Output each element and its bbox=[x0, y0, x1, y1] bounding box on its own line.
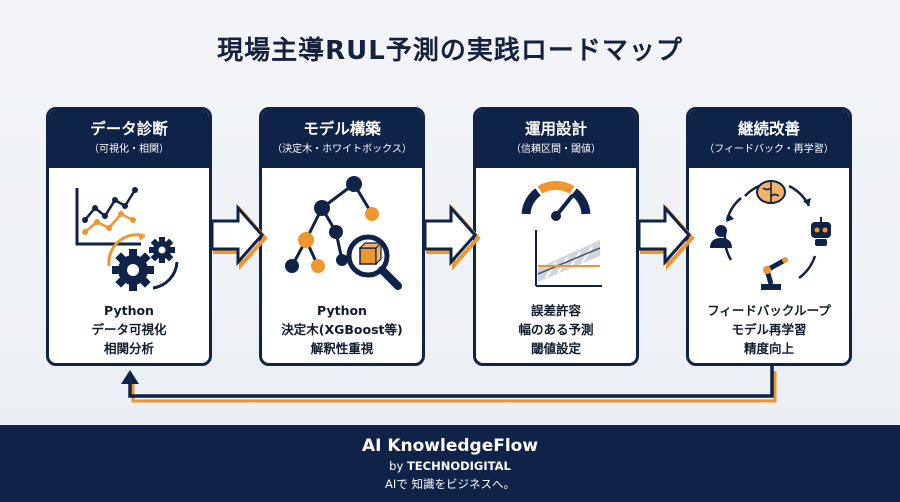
step-subtitle: （フィードバック・再学習） bbox=[704, 144, 834, 155]
footer-tagline: AIで 知識をビジネスへ。 bbox=[385, 477, 515, 491]
step-card-operation-design: 運用設計 （信頼区間・閾値） 誤差許容幅のある予測閾値設定 bbox=[473, 107, 639, 366]
step-title: 継続改善 bbox=[737, 120, 800, 138]
line-chart-gears-icon bbox=[75, 187, 179, 291]
footer-brand: AI KnowledgeFlow bbox=[361, 436, 539, 456]
feedback-return-arrow bbox=[121, 366, 777, 403]
step-header: 継続改善 （フィードバック・再学習） bbox=[689, 110, 849, 168]
step-header: 運用設計 （信頼区間・閾値） bbox=[476, 110, 636, 168]
step-title: モデル構築 bbox=[303, 120, 381, 138]
gauge-confidence-band-icon bbox=[521, 180, 602, 287]
footer-byline: by TECHNODIGITAL bbox=[389, 459, 511, 473]
page-title: 現場主導RUL予測の実践ロードマップ bbox=[217, 36, 683, 66]
step-subtitle: （決定木・ホワイトボックス） bbox=[272, 144, 412, 155]
step-subtitle: （可視化・相関） bbox=[89, 144, 169, 155]
decision-tree-magnifier-icon bbox=[285, 176, 402, 290]
footer-bar: AI KnowledgeFlow by TECHNODIGITAL AIで 知識… bbox=[0, 425, 900, 502]
step-description: フィードバックループモデル再学習精度向上 bbox=[707, 303, 831, 356]
step-subtitle: （信頼区間・閾値） bbox=[511, 144, 601, 155]
step-card-data-diagnosis: データ診断 （可視化・相関） bbox=[46, 107, 212, 366]
step-card-continuous-improvement: 継続改善 （フィードバック・再学習） bbox=[686, 107, 852, 366]
footer-company: TECHNODIGITAL bbox=[406, 459, 511, 473]
feedback-loop-brain-robot-icon bbox=[710, 180, 831, 290]
step-title: データ診断 bbox=[90, 120, 168, 138]
step-header: モデル構築 （決定木・ホワイトボックス） bbox=[262, 110, 422, 168]
arrow-right-icon bbox=[210, 204, 268, 271]
arrow-right-icon bbox=[637, 204, 695, 271]
arrow-right-icon bbox=[423, 204, 481, 271]
step-description: 誤差許容幅のある予測閾値設定 bbox=[518, 303, 594, 356]
step-header: データ診断 （可視化・相関） bbox=[49, 110, 209, 168]
step-title: 運用設計 bbox=[524, 120, 587, 138]
